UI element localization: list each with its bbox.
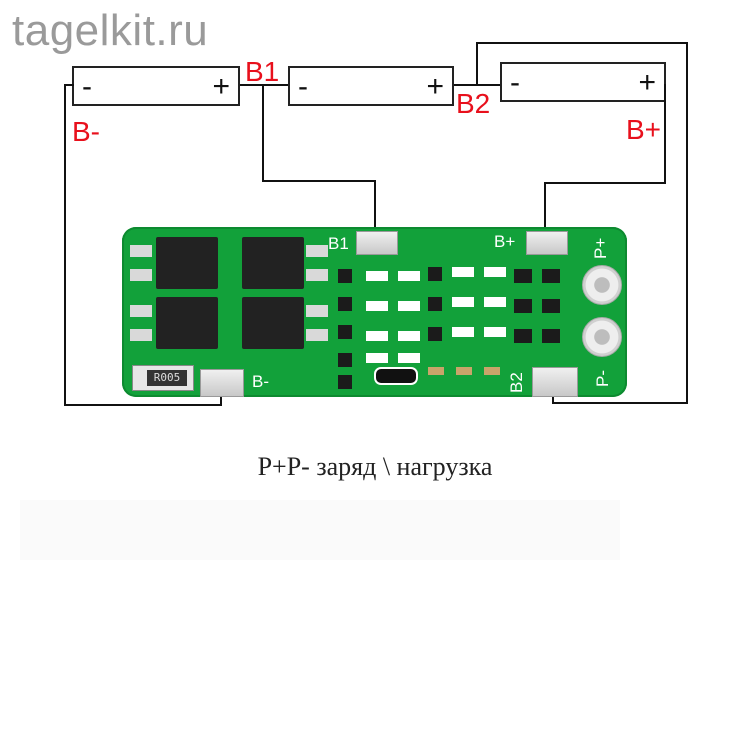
label-b-plus: B+ [626,114,662,145]
pad-pminus [582,317,622,357]
pad-b2 [532,367,578,397]
battery-cell-2: - + [288,66,454,106]
mosfet-3 [156,297,218,349]
site-watermark: tagelkit.ru [12,6,209,55]
pad-b1 [356,231,398,255]
silk-pminus: P- [593,370,612,387]
silk-b2: B2 [507,372,526,393]
mosfet-1 [156,237,218,289]
label-b1: B1 [245,56,280,87]
silk-b1: B1 [328,234,349,253]
pad-pplus [582,265,622,305]
silk-bminus: B- [252,372,269,391]
label-b2: B2 [456,88,491,119]
cell-1-minus: - [82,70,92,103]
cell-2-plus: + [426,70,444,103]
cell-3-plus: + [638,66,656,99]
cell-1-plus: + [212,70,230,103]
silk-pplus: P+ [591,237,610,259]
pad-bplus [526,231,568,255]
faded-background-text [20,500,620,560]
shunt-marking: R005 [147,370,187,386]
bms-board: R005 B1 B+ P+ P- B- B2 [122,227,627,397]
mosfet-2 [242,237,304,289]
cell-3-minus: - [510,66,520,99]
battery-cell-1: - + [72,66,240,106]
shunt-resistor: R005 [132,365,194,391]
mosfet-4 [242,297,304,349]
cell-2-minus: - [298,70,308,103]
label-b-minus: B- [72,116,100,147]
silk-bplus: B+ [494,232,516,251]
pad-bminus [200,369,244,397]
caption: P+P- заряд \ нагрузка [257,452,493,481]
battery-cell-3: - + [500,62,666,102]
